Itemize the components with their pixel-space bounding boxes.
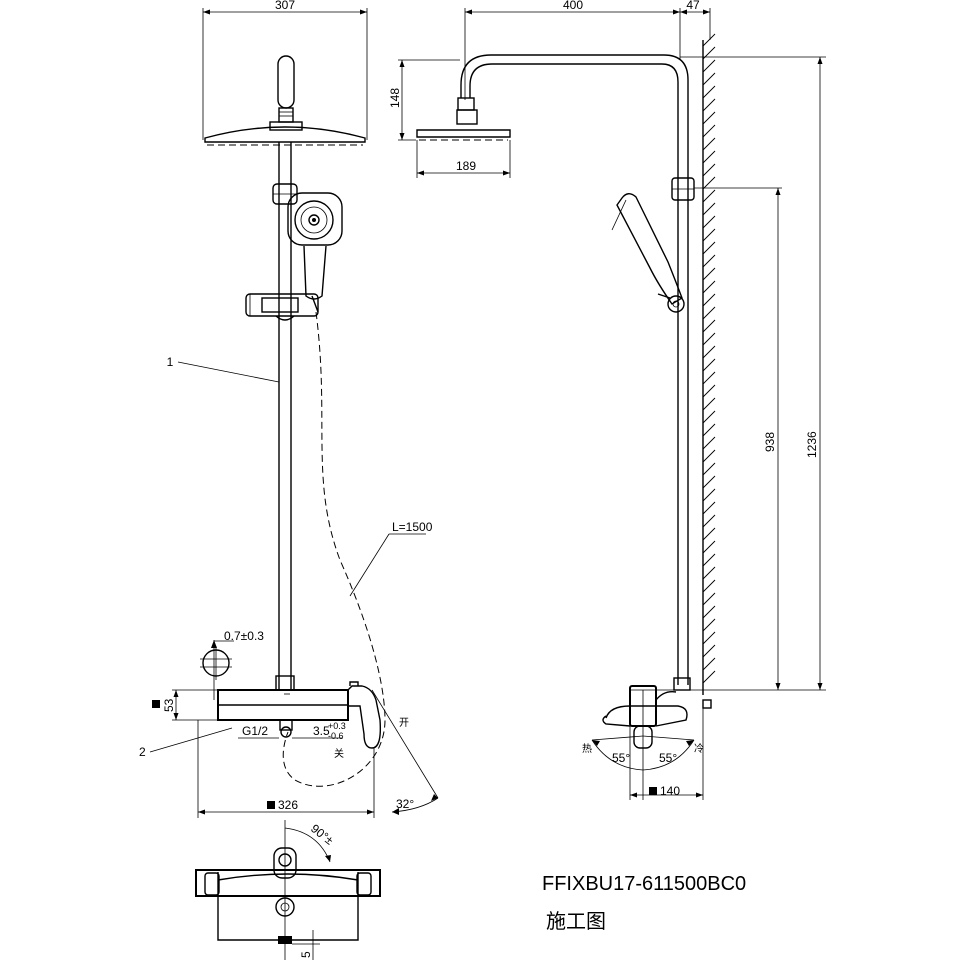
wall-hatch-line bbox=[702, 410, 716, 424]
wall-hatch-line bbox=[702, 111, 716, 125]
riser-pipe bbox=[272, 142, 298, 691]
wall-hatch-line bbox=[702, 163, 716, 177]
cold-label: 冷 bbox=[694, 742, 704, 755]
wall-hatch-line bbox=[702, 98, 716, 112]
wall-hatch-line bbox=[702, 553, 716, 567]
hand-shower-holder bbox=[245, 293, 319, 321]
model-number: FFIXBU17-611500BC0 bbox=[542, 873, 746, 895]
wall-hatch-line bbox=[702, 137, 716, 151]
wall-hatch-line bbox=[702, 215, 716, 229]
holder-height-label: 938 bbox=[763, 432, 777, 452]
wall-offset-label: 47 bbox=[686, 0, 700, 12]
wall-hatch-line bbox=[702, 72, 716, 86]
angle-right-label: 55° bbox=[659, 751, 677, 765]
shower-arm bbox=[457, 54, 695, 691]
hand-shower bbox=[287, 192, 343, 313]
depth-tol-upper: +0.3 bbox=[328, 721, 346, 731]
wall-hatch-line bbox=[702, 488, 716, 502]
wall bbox=[702, 33, 716, 695]
thread-label: G1/2 bbox=[242, 724, 268, 738]
wall-hatch-line bbox=[702, 501, 716, 515]
wall-hatch-line bbox=[702, 618, 716, 632]
wall-hatch-line bbox=[702, 657, 716, 671]
wall-hatch-line bbox=[702, 384, 716, 398]
front-view: 307 bbox=[139, 0, 439, 818]
total-height-label: 1236 bbox=[805, 431, 819, 458]
wall-hatch-line bbox=[702, 644, 716, 658]
wall-hatch-line bbox=[702, 475, 716, 489]
wall-hatch-line bbox=[702, 592, 716, 606]
bottom-offset-label: 5 bbox=[299, 951, 313, 958]
wall-hatch-line bbox=[702, 293, 716, 307]
wall-hatch-line bbox=[702, 124, 716, 138]
tolerance-detail: 0.7±0.3 bbox=[200, 629, 264, 700]
wall-hatch-line bbox=[702, 150, 716, 164]
angle-left-label: 55° bbox=[612, 751, 630, 765]
tolerance-label: 0.7±0.3 bbox=[224, 629, 264, 643]
wall-hatch-line bbox=[702, 59, 716, 73]
wall-hatch-line bbox=[702, 371, 716, 385]
head-height-label: 148 bbox=[388, 88, 402, 108]
head-depth-label: 189 bbox=[456, 159, 476, 173]
side-shower-head bbox=[416, 109, 511, 141]
wall-hatch-line bbox=[702, 267, 716, 281]
wall-hatch-line bbox=[702, 176, 716, 190]
wall-hatch-line bbox=[702, 345, 716, 359]
wall-hatch-line bbox=[702, 605, 716, 619]
wall-hatch-line bbox=[702, 332, 716, 346]
wall-hatch-line bbox=[702, 358, 716, 372]
bottom-view: 90°± 5 bbox=[195, 820, 381, 960]
hot-label: 热 bbox=[582, 742, 592, 755]
side-view: 400 47 148 bbox=[388, 0, 826, 800]
wall-hatch-line bbox=[702, 85, 716, 99]
hose-length-label: L=1500 bbox=[392, 520, 433, 534]
rain-shower-head bbox=[204, 55, 366, 146]
wall-hatch-line bbox=[702, 579, 716, 593]
head-width-label: 307 bbox=[275, 0, 295, 12]
wall-hatch-line bbox=[702, 254, 716, 268]
thermostatic-body bbox=[217, 681, 382, 749]
wall-hatch-line bbox=[702, 670, 716, 684]
close-label: 关 bbox=[334, 747, 344, 760]
wall-hatch-line bbox=[702, 397, 716, 411]
wall-hatch-line bbox=[702, 449, 716, 463]
part-2-label: 2 bbox=[139, 745, 146, 759]
wall-hatch-line bbox=[702, 540, 716, 554]
wall-hatch-line bbox=[702, 280, 716, 294]
body-length-label: 326 bbox=[278, 798, 298, 812]
wall-hatch-line bbox=[702, 462, 716, 476]
hose bbox=[282, 311, 386, 787]
wall-hatch-line bbox=[702, 319, 716, 333]
wall-hatch-line bbox=[702, 631, 716, 645]
arm-length-label: 400 bbox=[563, 0, 583, 12]
wall-hatch-line bbox=[702, 527, 716, 541]
body-height-label: 53 bbox=[162, 698, 176, 712]
wall-hatch-line bbox=[702, 566, 716, 580]
depth-label: 3.5 bbox=[313, 724, 330, 738]
wall-hatch-line bbox=[702, 306, 716, 320]
wall-hatch-line bbox=[702, 228, 716, 242]
side-valve-body bbox=[602, 685, 712, 800]
wall-hatch-line bbox=[702, 33, 716, 47]
body-depth-label: 140 bbox=[660, 784, 680, 798]
part-1-label: 1 bbox=[167, 355, 174, 369]
handle-angle-label: 32° bbox=[396, 797, 414, 811]
wall-hatch-line bbox=[702, 241, 716, 255]
wall-hatch-line bbox=[702, 423, 716, 437]
wall-hatch-line bbox=[702, 514, 716, 528]
depth-tol-lower: -0.6 bbox=[328, 731, 344, 741]
wall-hatch-line bbox=[702, 189, 716, 203]
side-hand-shower bbox=[611, 193, 685, 313]
wall-hatch-line bbox=[702, 436, 716, 450]
bottom-angle-label: 90°± bbox=[308, 821, 336, 848]
open-label: 开 bbox=[399, 718, 409, 729]
wall-hatch-line bbox=[702, 202, 716, 216]
drawing-subtitle: 施工图 bbox=[546, 909, 606, 933]
